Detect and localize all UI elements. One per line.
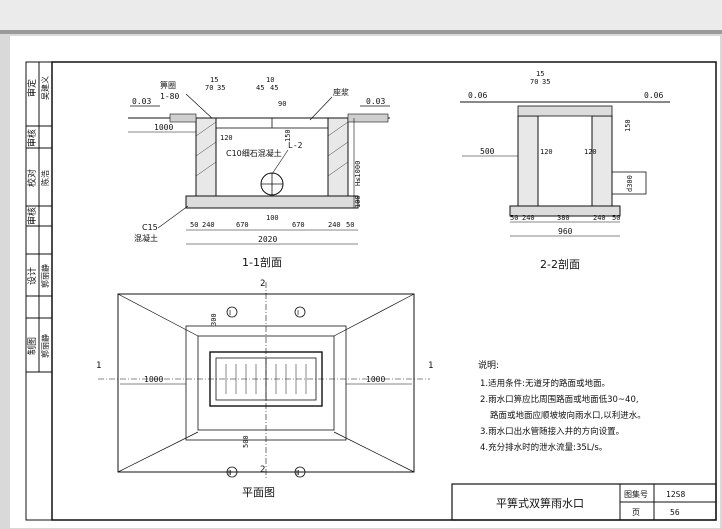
bdim-11-5: 240 [328, 221, 341, 229]
plan-title: 平面图 [242, 486, 275, 499]
plan-dim-300: 300 [210, 313, 218, 326]
dim-11-45b: 45 [270, 84, 278, 92]
offset-22: 500 [480, 147, 495, 156]
plan-dim-left: 1000 [144, 375, 163, 384]
notes-block: 说明: 1.适用条件:无道牙的路面或地面。 2.雨水口箅应比周围路面或地面低30… [478, 359, 646, 453]
dim-11-35: 35 [217, 84, 225, 92]
bdim-11-4: 670 [292, 221, 305, 229]
strip-sign-5: 郭丽静 [40, 334, 50, 358]
bdim-11-1: 240 [202, 221, 215, 229]
total-11: 2020 [258, 235, 277, 244]
base-slab-11 [185, 195, 359, 209]
note-4: 4.充分排水时的泄水流量:35L/s。 [480, 442, 607, 453]
dim-11-15: 15 [210, 76, 218, 84]
dim-22-15: 15 [536, 70, 544, 78]
atlas-value: 12S8 [666, 490, 685, 499]
strip-role-0: 审定 [26, 79, 38, 97]
drawing-title: 平箅式双箅雨水口 [496, 496, 584, 510]
bdim-11-6: 50 [346, 221, 354, 229]
note-2: 2.雨水口箅应比周围路面或地面低30~40, [480, 394, 639, 405]
bdim-22-3: 240 [593, 214, 606, 222]
title-block: 平箅式双箅雨水口 图集号 12S8 页 56 [451, 483, 717, 521]
dim-11-150: 150 [284, 129, 292, 142]
wall-left-11 [195, 117, 217, 197]
slope-right-22: 0.06 [644, 91, 663, 100]
strip-sign-2: 陈浩 [40, 170, 50, 186]
slope-left-11: 0.03 [132, 97, 151, 106]
side-22-0: 120 [540, 148, 553, 156]
axis-1-right: 1 [428, 361, 433, 371]
total-22: 960 [558, 227, 573, 236]
circle-label-3: Ⅱ [296, 469, 299, 477]
c15-label: C15 [142, 223, 158, 232]
title-22: 2-2剖面 [540, 257, 580, 271]
axis-2-top: 2 [260, 279, 265, 289]
strip-role-3: 审核 [26, 207, 38, 225]
note-1: 1.适用条件:无道牙的路面或地面。 [480, 378, 610, 389]
note-3: 3.雨水口出水管随接入井的方向设置。 [480, 426, 624, 437]
wall-right-11 [327, 117, 349, 197]
bdim-22-2: 380 [557, 214, 570, 222]
grate-size-label: 1-80 [160, 92, 179, 101]
axis-2-bottom: 2 [260, 465, 265, 475]
strip-sign-0: 吴建义 [40, 76, 50, 100]
slope-right-11: 0.03 [366, 97, 385, 106]
slope-left-22: 0.06 [468, 91, 487, 100]
drawing-canvas: 审定 吴建义 审核 校对 陈浩 审核 设计 郭丽静 制图 郭丽静 0.03 0.… [25, 61, 717, 521]
dim-22-35: 35 [542, 78, 550, 86]
strip-sign-4: 郭丽静 [40, 264, 50, 288]
c15b-label: 混凝土 [134, 233, 158, 243]
offset-11: 1000 [154, 123, 173, 132]
pipe-label: L-2 [288, 141, 303, 150]
section-2-2: 0.06 0.06 15 70 35 d300 120 120 150 500 … [460, 70, 670, 271]
note-2b: 路面或地面应顺坡坡向雨水口,以利进水。 [490, 410, 646, 421]
signature-strip: 审定 吴建义 审核 校对 陈浩 审核 设计 郭丽静 制图 郭丽静 [25, 61, 53, 521]
outlet-pipe-22 [611, 171, 647, 195]
height-label: H≤1000 [354, 161, 362, 186]
plan-dim-500: 500 [242, 435, 250, 448]
dim-11-70: 70 [205, 84, 213, 92]
bdim-11-2: 670 [236, 221, 249, 229]
fill-label: C10细石混凝土 [226, 148, 282, 158]
side-22-2: 150 [624, 119, 632, 132]
wall-left-22 [517, 115, 539, 207]
section-1-1: 0.03 0.03 箅圈 1-80 座浆 15 70 35 10 45 45 9… [128, 76, 390, 269]
viewer-toolbar-border [0, 30, 722, 34]
dim-11-45a: 45 [256, 84, 264, 92]
circle-label-0: Ⅰ [229, 309, 231, 317]
bdim-22-4: 50 [612, 214, 620, 222]
base-slab-22 [509, 205, 621, 217]
notes-heading: 说明: [478, 359, 499, 371]
strip-role-2: 校对 [26, 169, 38, 187]
drawing-frame [51, 61, 717, 521]
page-value: 56 [670, 508, 680, 517]
atlas-label: 图集号 [624, 489, 648, 499]
axis-1-left: 1 [96, 361, 101, 371]
drawing-sheet: 审定 吴建义 审核 校对 陈浩 审核 设计 郭丽静 制图 郭丽静 0.03 0.… [10, 36, 720, 528]
dim-22-70: 70 [530, 78, 538, 86]
dim-11-100: 100 [354, 195, 362, 208]
title-11: 1-1剖面 [242, 255, 282, 269]
bdim-11-0: 50 [190, 221, 198, 229]
wall-right-22 [591, 115, 613, 207]
strip-role-1: 审核 [26, 129, 38, 147]
bdim-22-0: 50 [510, 214, 518, 222]
side-22-1: 120 [584, 148, 597, 156]
bdim-11-3: 100 [266, 214, 279, 222]
strip-role-5: 制图 [26, 337, 38, 355]
dim-11-10: 10 [266, 76, 274, 84]
pipe-d-22: d300 [626, 175, 634, 192]
circle-label-2: Ⅱ [228, 469, 231, 477]
bed-label: 座浆 [333, 87, 349, 97]
plan-dim-right: 1000 [366, 375, 385, 384]
bdim-22-1: 240 [522, 214, 535, 222]
strip-role-4: 设计 [26, 267, 38, 285]
circle-label-1: Ⅰ [297, 309, 299, 317]
viewer-toolbar [0, 0, 722, 30]
grate-label: 箅圈 [160, 80, 176, 90]
plan-view: 1 1 2 2 Ⅰ Ⅰ Ⅱ Ⅱ 1000 1000 300 500 平面图 [96, 279, 433, 499]
dim-11-120: 120 [220, 134, 233, 142]
dim-11-90: 90 [278, 100, 286, 108]
page-label: 页 [632, 508, 640, 517]
